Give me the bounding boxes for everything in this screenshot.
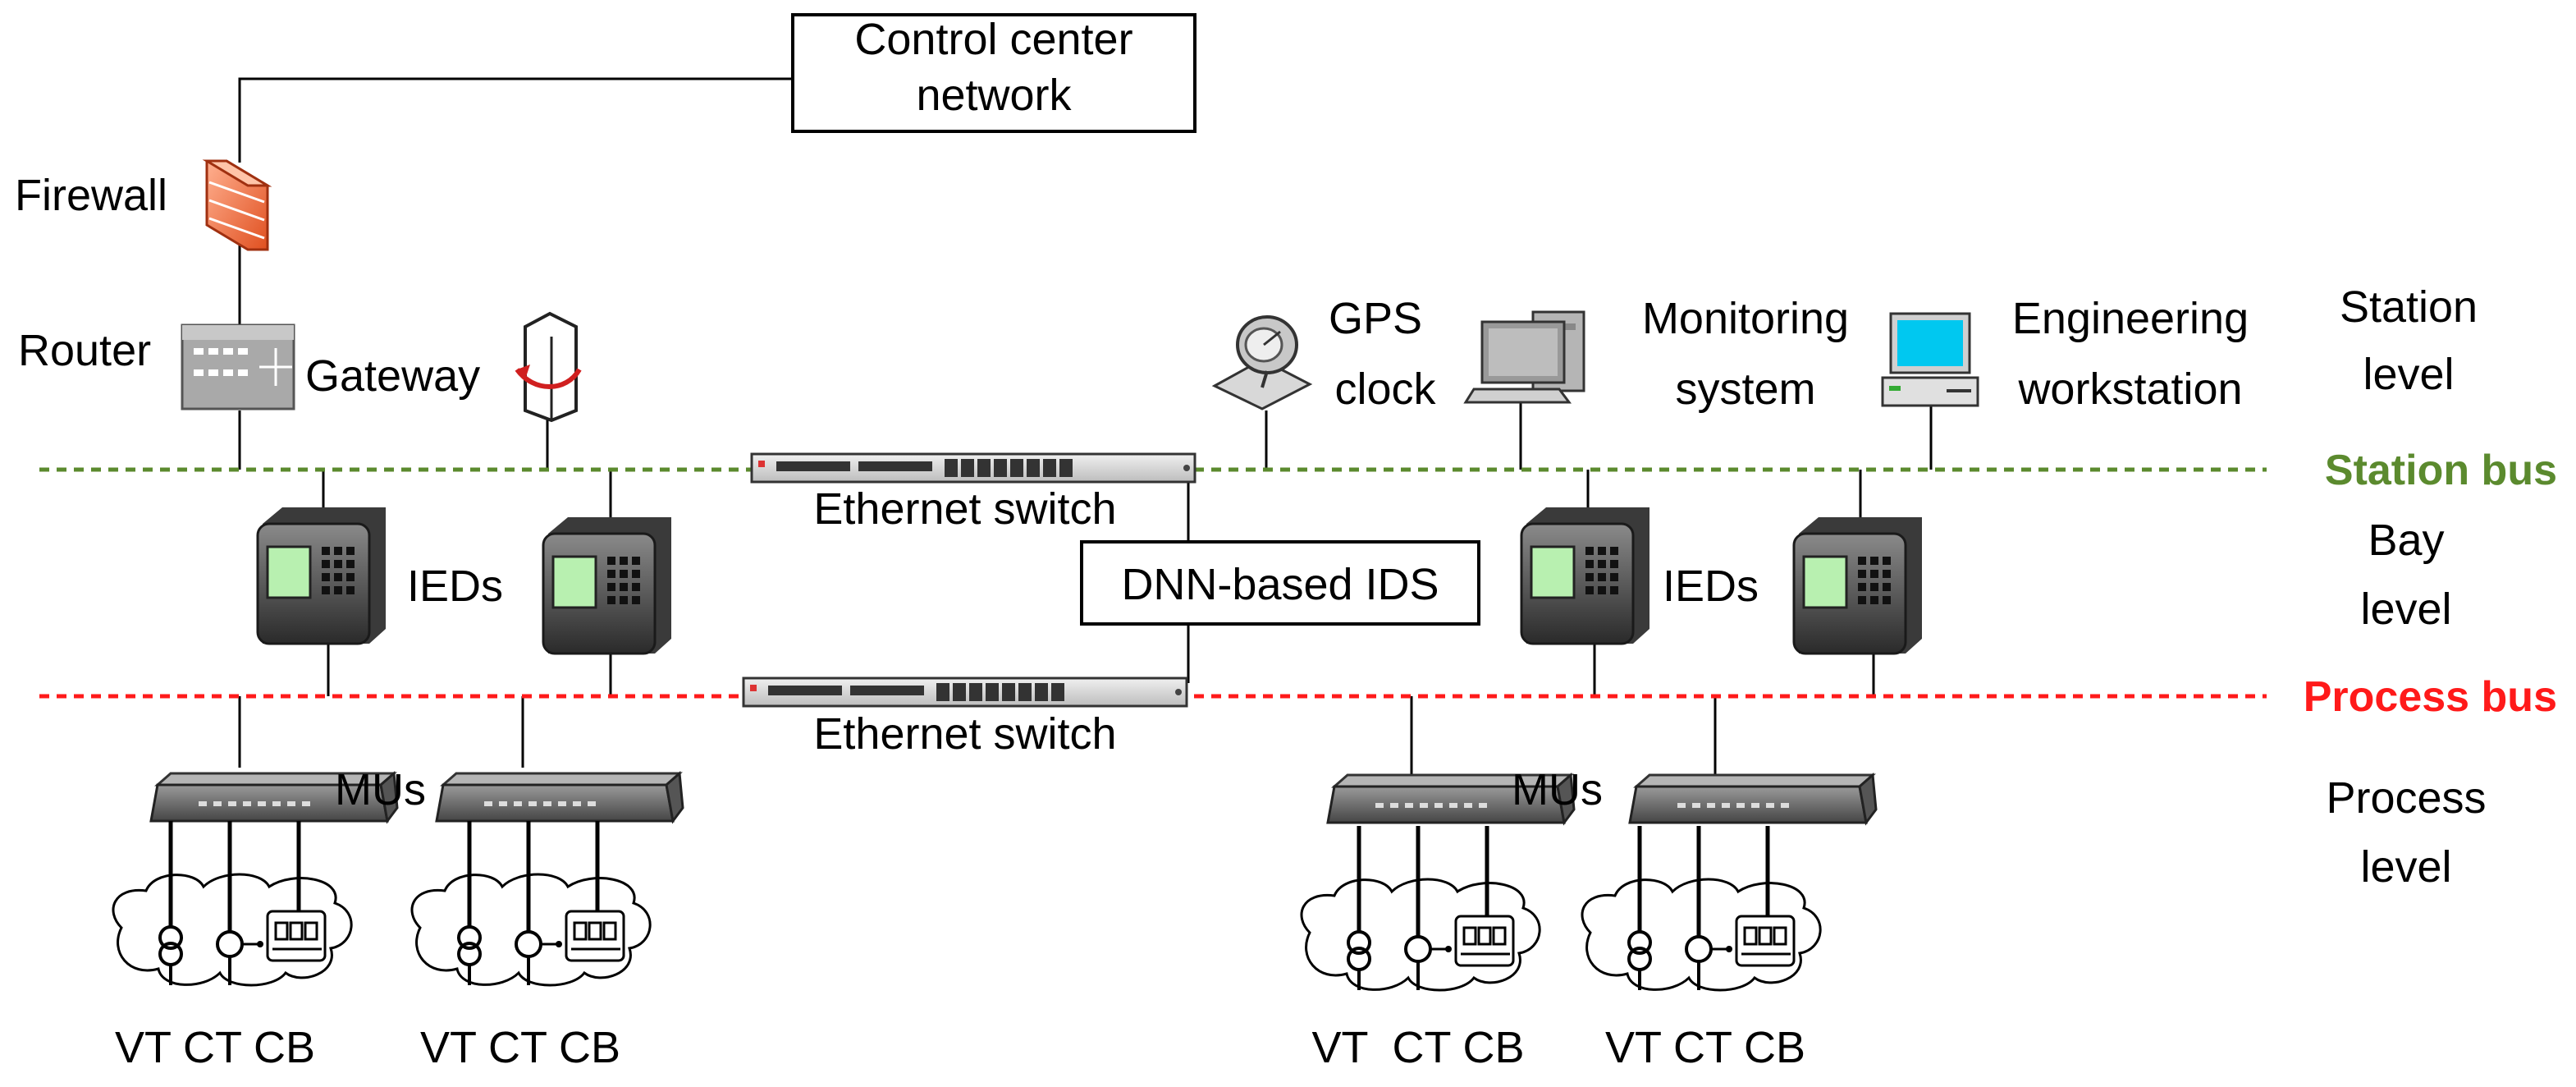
monitoring-label-line2: system <box>1675 365 1815 414</box>
ethernet-switch-top-icon <box>750 452 1196 484</box>
monitoring-label-line1: Monitoring <box>1642 294 1849 343</box>
bay-level-line2: level <box>2360 585 2451 634</box>
engineering-workstation-icon <box>1881 312 1979 407</box>
field-equipment-cloud <box>1582 826 1820 990</box>
dnn-ids-box: DNN-based IDS <box>1080 540 1480 626</box>
ieds-left-label: IEDs <box>407 562 503 611</box>
mu-icon <box>435 772 684 823</box>
vt-ct-cb-label: VT CT CB <box>1605 1023 1805 1072</box>
gps-label-line2: clock <box>1334 365 1436 414</box>
process-level-line1: Process <box>2326 773 2486 823</box>
mu-icon <box>1628 773 1878 824</box>
bay-level-line1: Bay <box>2368 516 2444 565</box>
station-level-line1: Station <box>2340 282 2478 332</box>
connector-lines <box>238 77 1933 776</box>
process-level-line2: level <box>2360 842 2451 892</box>
vt-ct-cb-label: VT CT CB <box>1311 1023 1524 1072</box>
control-center-line1: Control center <box>854 15 1132 64</box>
satellite-dish-icon <box>1211 315 1313 410</box>
station-bus-label: Station bus <box>2325 447 2557 494</box>
field-equipment-cloud <box>113 821 351 985</box>
ied-icon <box>1792 516 1924 655</box>
station-level-line2: level <box>2363 350 2454 399</box>
field-equipment-cloud <box>412 821 650 985</box>
engineering-label-line1: Engineering <box>2012 294 2249 343</box>
gateway-icon <box>515 311 582 423</box>
dnn-ids-label: DNN-based IDS <box>1121 560 1439 609</box>
ied-icon <box>256 506 387 645</box>
ied-icon <box>1520 506 1651 645</box>
gateway-label: Gateway <box>305 351 480 401</box>
process-bus-label: Process bus <box>2304 673 2557 721</box>
ieds-right-label: IEDs <box>1663 562 1759 611</box>
vt-ct-cb-label: VT CT CB <box>420 1023 620 1072</box>
control-center-network: Control center network <box>791 13 1196 133</box>
ied-icon <box>542 516 673 655</box>
ethernet-switch-bottom-icon <box>742 677 1188 708</box>
monitoring-pc-icon <box>1463 310 1585 404</box>
mus-right-label: MUs <box>1512 765 1603 814</box>
firewall-icon <box>202 159 272 251</box>
ethernet-switch-top-label: Ethernet switch <box>813 484 1116 534</box>
field-equipment-cloud <box>1302 826 1540 990</box>
control-center-line2: network <box>916 71 1072 120</box>
gps-label-line1: GPS <box>1329 294 1422 343</box>
ethernet-switch-bottom-label: Ethernet switch <box>813 709 1116 759</box>
engineering-label-line2: workstation <box>2017 365 2242 414</box>
firewall-label: Firewall <box>15 171 167 220</box>
vt-ct-cb-label: VT CT CB <box>115 1023 315 1072</box>
mus-left-label: MUs <box>335 765 426 814</box>
router-label: Router <box>18 326 151 375</box>
router-icon <box>181 323 295 410</box>
